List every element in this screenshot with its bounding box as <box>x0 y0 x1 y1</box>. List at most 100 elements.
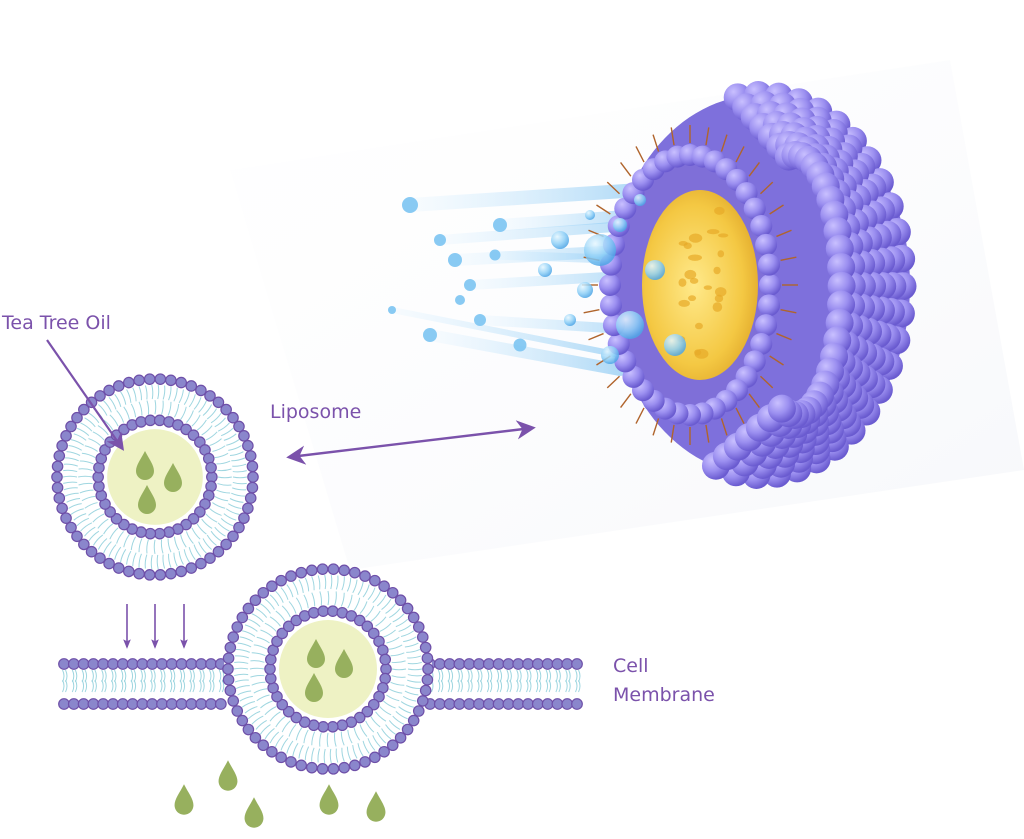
lipid-tail <box>154 540 155 554</box>
lipid-head <box>381 664 391 674</box>
particle <box>464 279 476 291</box>
lipid-tail <box>232 488 246 490</box>
lipid-tail <box>115 394 121 407</box>
lipid-tail <box>155 400 156 414</box>
lipid-tail <box>127 551 131 564</box>
lipid-tail <box>163 386 165 400</box>
lipid-tail <box>131 404 135 417</box>
lipid-tail <box>212 503 225 509</box>
lipid-tail <box>230 498 243 502</box>
lipid-tail <box>117 531 124 543</box>
lipid-head <box>167 659 178 670</box>
lipid-head <box>164 527 174 537</box>
lipid-tail <box>64 464 78 466</box>
lipid-head <box>307 762 317 772</box>
lipid-head <box>196 659 207 670</box>
lipid-head <box>157 659 168 670</box>
lipid-head <box>155 570 165 580</box>
lipid-head <box>206 699 217 710</box>
lipid-head <box>542 699 553 710</box>
lipid-head <box>337 720 347 730</box>
lipid-tail <box>133 388 136 402</box>
membrane-label: Membrane <box>613 686 715 705</box>
lipid-head <box>206 462 216 472</box>
lipid-head <box>276 752 286 762</box>
lipid-tail <box>194 545 201 557</box>
lipid-tail <box>226 440 239 446</box>
lipid-head <box>127 699 138 710</box>
lipid-head <box>61 513 71 523</box>
particle-bubble <box>577 282 593 298</box>
lipid-tail <box>104 542 112 554</box>
lipid-tail <box>145 555 147 569</box>
lipid-head <box>247 482 257 492</box>
lipid-tail <box>121 392 126 405</box>
lipid-tail <box>71 440 84 446</box>
lipid-tail <box>174 388 177 402</box>
lipid-tail <box>98 538 107 549</box>
lipid-tail <box>202 426 212 435</box>
lipid-head <box>328 564 338 574</box>
lipid-head <box>57 441 67 451</box>
lipid-head <box>166 569 176 579</box>
lipid-head <box>422 653 432 663</box>
lipid-head <box>454 659 465 670</box>
lipid-tail <box>224 434 236 441</box>
particle <box>455 295 465 305</box>
lipid-tail <box>221 518 233 525</box>
lipid-head <box>59 699 70 710</box>
lipid-head <box>444 699 455 710</box>
liposome-label: Liposome <box>270 403 361 422</box>
core-texture <box>704 285 712 290</box>
lipid-head <box>176 699 187 710</box>
lipid-tail <box>194 397 201 409</box>
lipid-head <box>137 659 148 670</box>
lipid-tail <box>179 551 183 564</box>
lipid-head <box>360 571 370 581</box>
core-texture <box>714 207 725 215</box>
lipid-tail <box>151 555 152 569</box>
lipid-head <box>328 764 338 774</box>
lipid-head <box>157 699 168 710</box>
lipid-head <box>206 659 217 670</box>
tea-tree-oil-label: Tea Tree Oil <box>2 314 111 333</box>
particle <box>474 314 486 326</box>
lipid-tail <box>217 469 231 471</box>
lipid-head <box>124 377 134 387</box>
lipid-head <box>513 659 524 670</box>
lipid-tail <box>209 439 221 446</box>
lipid-head <box>166 375 176 385</box>
lipid-tail <box>192 415 200 426</box>
phospholipid-head <box>758 294 780 316</box>
lipid-head <box>414 706 424 716</box>
lipid-tail <box>184 549 189 562</box>
particle-bubble <box>664 334 686 356</box>
particle <box>402 197 418 213</box>
lipid-head <box>370 752 380 762</box>
lipid-head <box>186 699 197 710</box>
core-texture <box>694 349 701 355</box>
lipid-head <box>196 699 207 710</box>
core-texture <box>707 229 720 234</box>
lipid-tail <box>186 531 193 543</box>
lipid-head <box>223 664 233 674</box>
lipid-head <box>474 699 485 710</box>
lipid-tail <box>74 434 86 441</box>
particle-bubble <box>551 231 569 249</box>
lipid-head <box>243 441 253 451</box>
lipid-head <box>134 375 144 385</box>
lipid-head <box>57 503 67 513</box>
lipid-head <box>223 675 233 685</box>
lipid-tail <box>162 401 164 415</box>
liposome-core <box>279 620 377 718</box>
lipid-tail <box>230 452 243 456</box>
lipid-tail <box>74 514 86 521</box>
lipid-tail <box>199 401 207 413</box>
lipid-head <box>176 566 186 576</box>
liposome-core <box>107 429 203 525</box>
lipid-head <box>286 571 296 581</box>
phospholipid-head <box>755 234 777 256</box>
lipid-tail <box>82 496 95 500</box>
lipid-tail <box>88 439 100 446</box>
lipid-tail <box>147 401 149 415</box>
